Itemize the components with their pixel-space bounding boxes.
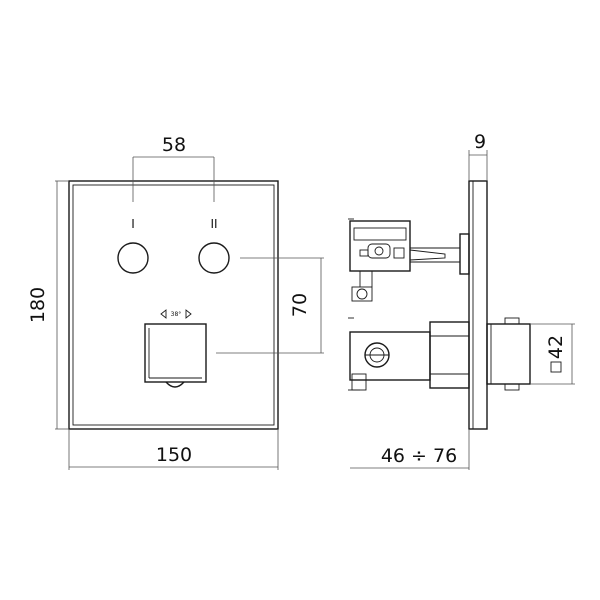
rotation-label: 38° [171,311,182,318]
dimension-plate-thickness: 9 [468,131,488,181]
dimension-label-width: 150 [156,444,192,466]
button-two-mark: II [210,217,217,231]
dimension-button-spacing: 58 [132,134,215,202]
side-plate [468,180,488,430]
rotation-indicator: 38° [160,309,192,319]
front-plate [68,180,279,430]
dimension-label-button-spacing: 58 [162,134,186,156]
front-plate-inner-edge [72,184,275,426]
dimension-height: 180 [27,180,69,430]
button-one [117,242,149,274]
dimension-button-to-handle: 70 [216,257,324,354]
thermostatic-handle [144,323,207,383]
dimension-label-height: 180 [27,287,49,323]
handle-knob-base [165,381,185,388]
dimension-width: 150 [68,429,279,470]
lower-valve-body [348,317,470,391]
side-view: 9 42 46 ÷ 76 [348,131,575,470]
front-view: I II 38° 58 180 [27,134,324,470]
dimension-label-depth-range: 46 ÷ 76 [381,445,457,467]
dimension-label-plate-thickness: 9 [474,131,486,153]
dimension-label-button-to-handle: 70 [289,293,311,317]
dimension-depth-range: 46 ÷ 76 [350,429,470,470]
button-two [198,242,230,274]
upper-valve-body [348,218,470,302]
side-handle [486,317,531,391]
button-one-mark: I [131,217,135,231]
square-symbol-icon [550,361,562,373]
dimension-label-handle-size: 42 [545,335,567,359]
dimension-handle-size: 42 [530,323,575,385]
